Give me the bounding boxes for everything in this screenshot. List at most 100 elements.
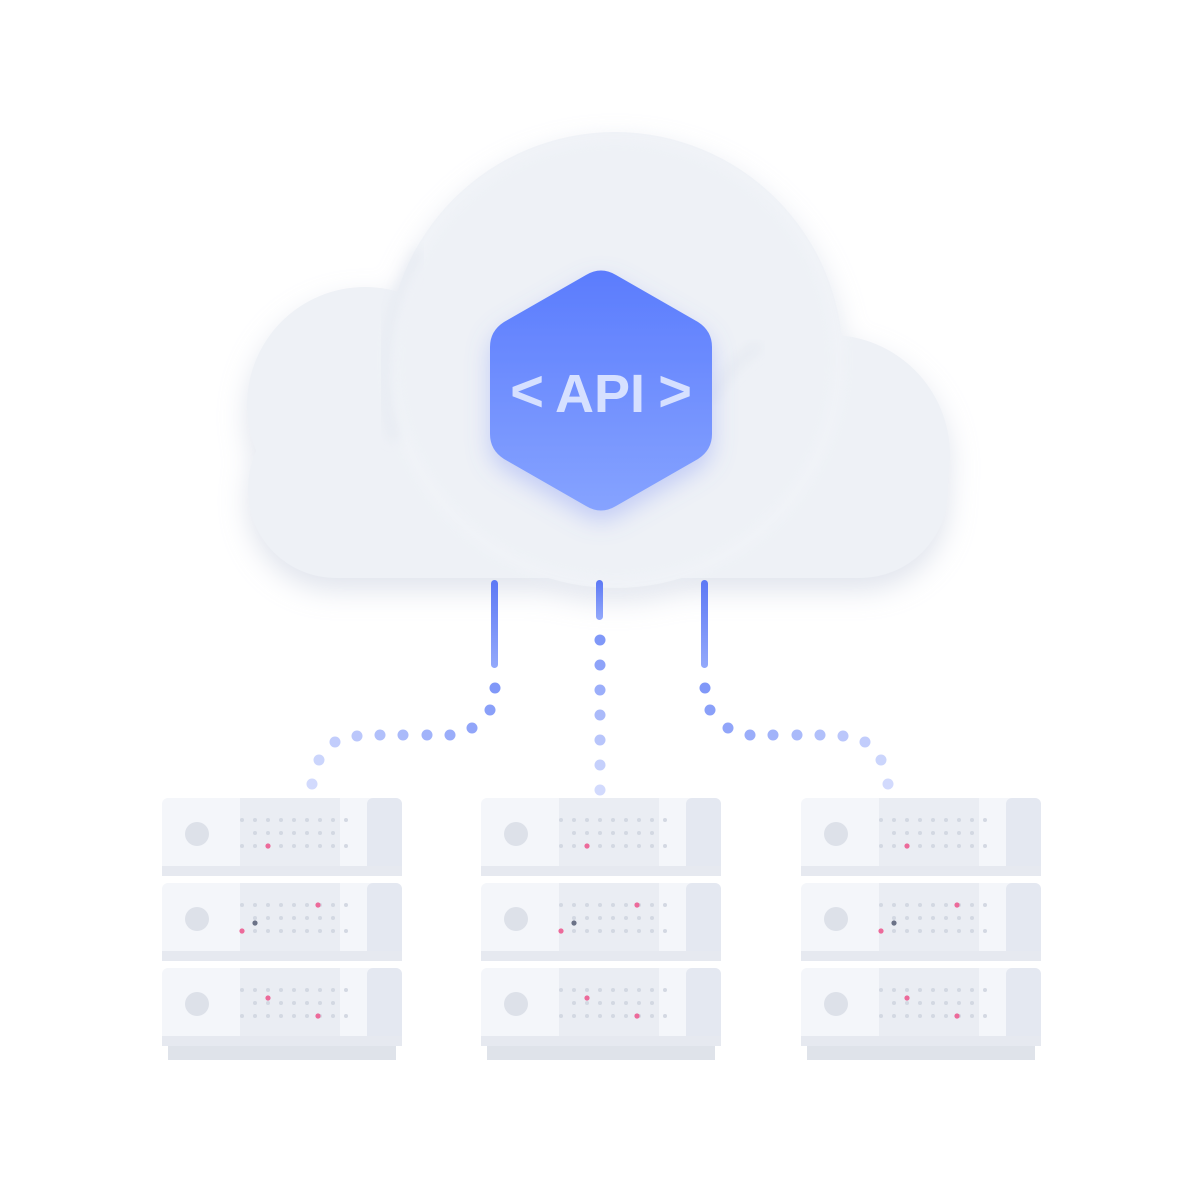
server-unit-lip <box>162 1036 402 1046</box>
vent-dot <box>585 1001 589 1005</box>
vent-dot <box>918 844 922 848</box>
vent-dot <box>624 929 628 933</box>
center-server <box>481 798 721 1060</box>
vent-dot <box>585 903 589 907</box>
server-unit <box>481 883 721 961</box>
vent-dot <box>931 831 935 835</box>
cloud-shading <box>380 133 842 587</box>
vent-dot <box>637 916 641 920</box>
connector-right-dot <box>875 754 887 766</box>
vent-dot <box>318 844 322 848</box>
vent-dot <box>983 1014 987 1018</box>
vent-dot <box>318 929 322 933</box>
status-led-icon <box>239 928 245 934</box>
vent-dot <box>344 844 348 848</box>
vent-dot <box>650 916 654 920</box>
connector-right-dot <box>791 729 803 741</box>
vent-dot <box>292 929 296 933</box>
server-unit-side <box>1006 798 1041 876</box>
right-server <box>801 798 1041 1060</box>
vent-dot <box>572 818 576 822</box>
vent-dot <box>650 831 654 835</box>
vent-dot <box>598 818 602 822</box>
vent-dot <box>931 818 935 822</box>
server-vent-panel <box>879 968 979 1046</box>
vent-dot <box>240 844 244 848</box>
vent-dot <box>585 1014 589 1018</box>
server-unit-lip <box>162 866 402 876</box>
server-unit-side <box>686 968 721 1046</box>
server-unit <box>801 798 1041 876</box>
vent-dot <box>892 988 896 992</box>
vent-dot <box>918 818 922 822</box>
vent-dot <box>266 903 270 907</box>
status-led-icon <box>315 1013 321 1019</box>
vent-dot <box>611 929 615 933</box>
vent-dot <box>892 903 896 907</box>
vent-dot <box>598 1014 602 1018</box>
vent-dot <box>598 988 602 992</box>
connector-right-dot <box>699 682 711 694</box>
vent-dot <box>305 988 309 992</box>
vent-dot <box>266 988 270 992</box>
connector-center-dot <box>594 709 606 721</box>
vent-dot <box>331 988 335 992</box>
status-led-icon <box>634 902 640 908</box>
vent-dot <box>240 903 244 907</box>
vent-dot <box>240 1014 244 1018</box>
vent-dot <box>331 903 335 907</box>
server-unit-lip <box>801 951 1041 961</box>
server-vent-panel <box>240 968 340 1046</box>
connector-right-dots <box>699 682 894 790</box>
status-led-icon <box>904 995 910 1001</box>
connector-left-dot <box>351 730 363 742</box>
vent-dot <box>611 1014 615 1018</box>
vent-dot <box>931 916 935 920</box>
vent-dot <box>598 844 602 848</box>
vent-dot <box>918 1014 922 1018</box>
vent-dot <box>663 988 667 992</box>
vent-dot <box>292 831 296 835</box>
vent-dot <box>957 929 961 933</box>
server-base <box>807 1046 1035 1060</box>
vent-dot <box>905 831 909 835</box>
vent-dot <box>344 903 348 907</box>
server-unit <box>162 883 402 961</box>
connector-center-dots <box>594 634 606 796</box>
vent-dot <box>918 903 922 907</box>
connector-left-dot <box>397 729 409 741</box>
vent-dot <box>279 844 283 848</box>
vent-dot <box>931 1001 935 1005</box>
vent-dot <box>572 929 576 933</box>
vent-dot <box>944 844 948 848</box>
vent-dot <box>292 903 296 907</box>
status-led-icon <box>315 902 321 908</box>
connectors <box>306 580 894 796</box>
vent-dot <box>944 988 948 992</box>
vent-dot <box>905 1001 909 1005</box>
connector-left-dot <box>374 729 386 741</box>
vent-dot <box>344 1014 348 1018</box>
vent-dot <box>957 844 961 848</box>
server-unit-side <box>1006 883 1041 961</box>
power-button-icon <box>504 822 528 846</box>
status-led-icon <box>584 995 590 1001</box>
vent-dot <box>637 929 641 933</box>
server-unit-lip <box>801 866 1041 876</box>
status-led-icon <box>954 1013 960 1019</box>
vent-dot <box>905 929 909 933</box>
vent-dot <box>598 929 602 933</box>
connector-right-dot <box>882 778 894 790</box>
vent-dot <box>611 916 615 920</box>
vent-dot <box>598 916 602 920</box>
vent-dot <box>892 1014 896 1018</box>
vent-dot <box>585 988 589 992</box>
vent-dot <box>983 844 987 848</box>
vent-dot <box>892 818 896 822</box>
vent-dot <box>331 818 335 822</box>
vent-dot <box>266 831 270 835</box>
server-unit-side <box>367 883 402 961</box>
vent-dot <box>292 818 296 822</box>
vent-dot <box>650 1001 654 1005</box>
vent-dot <box>663 929 667 933</box>
